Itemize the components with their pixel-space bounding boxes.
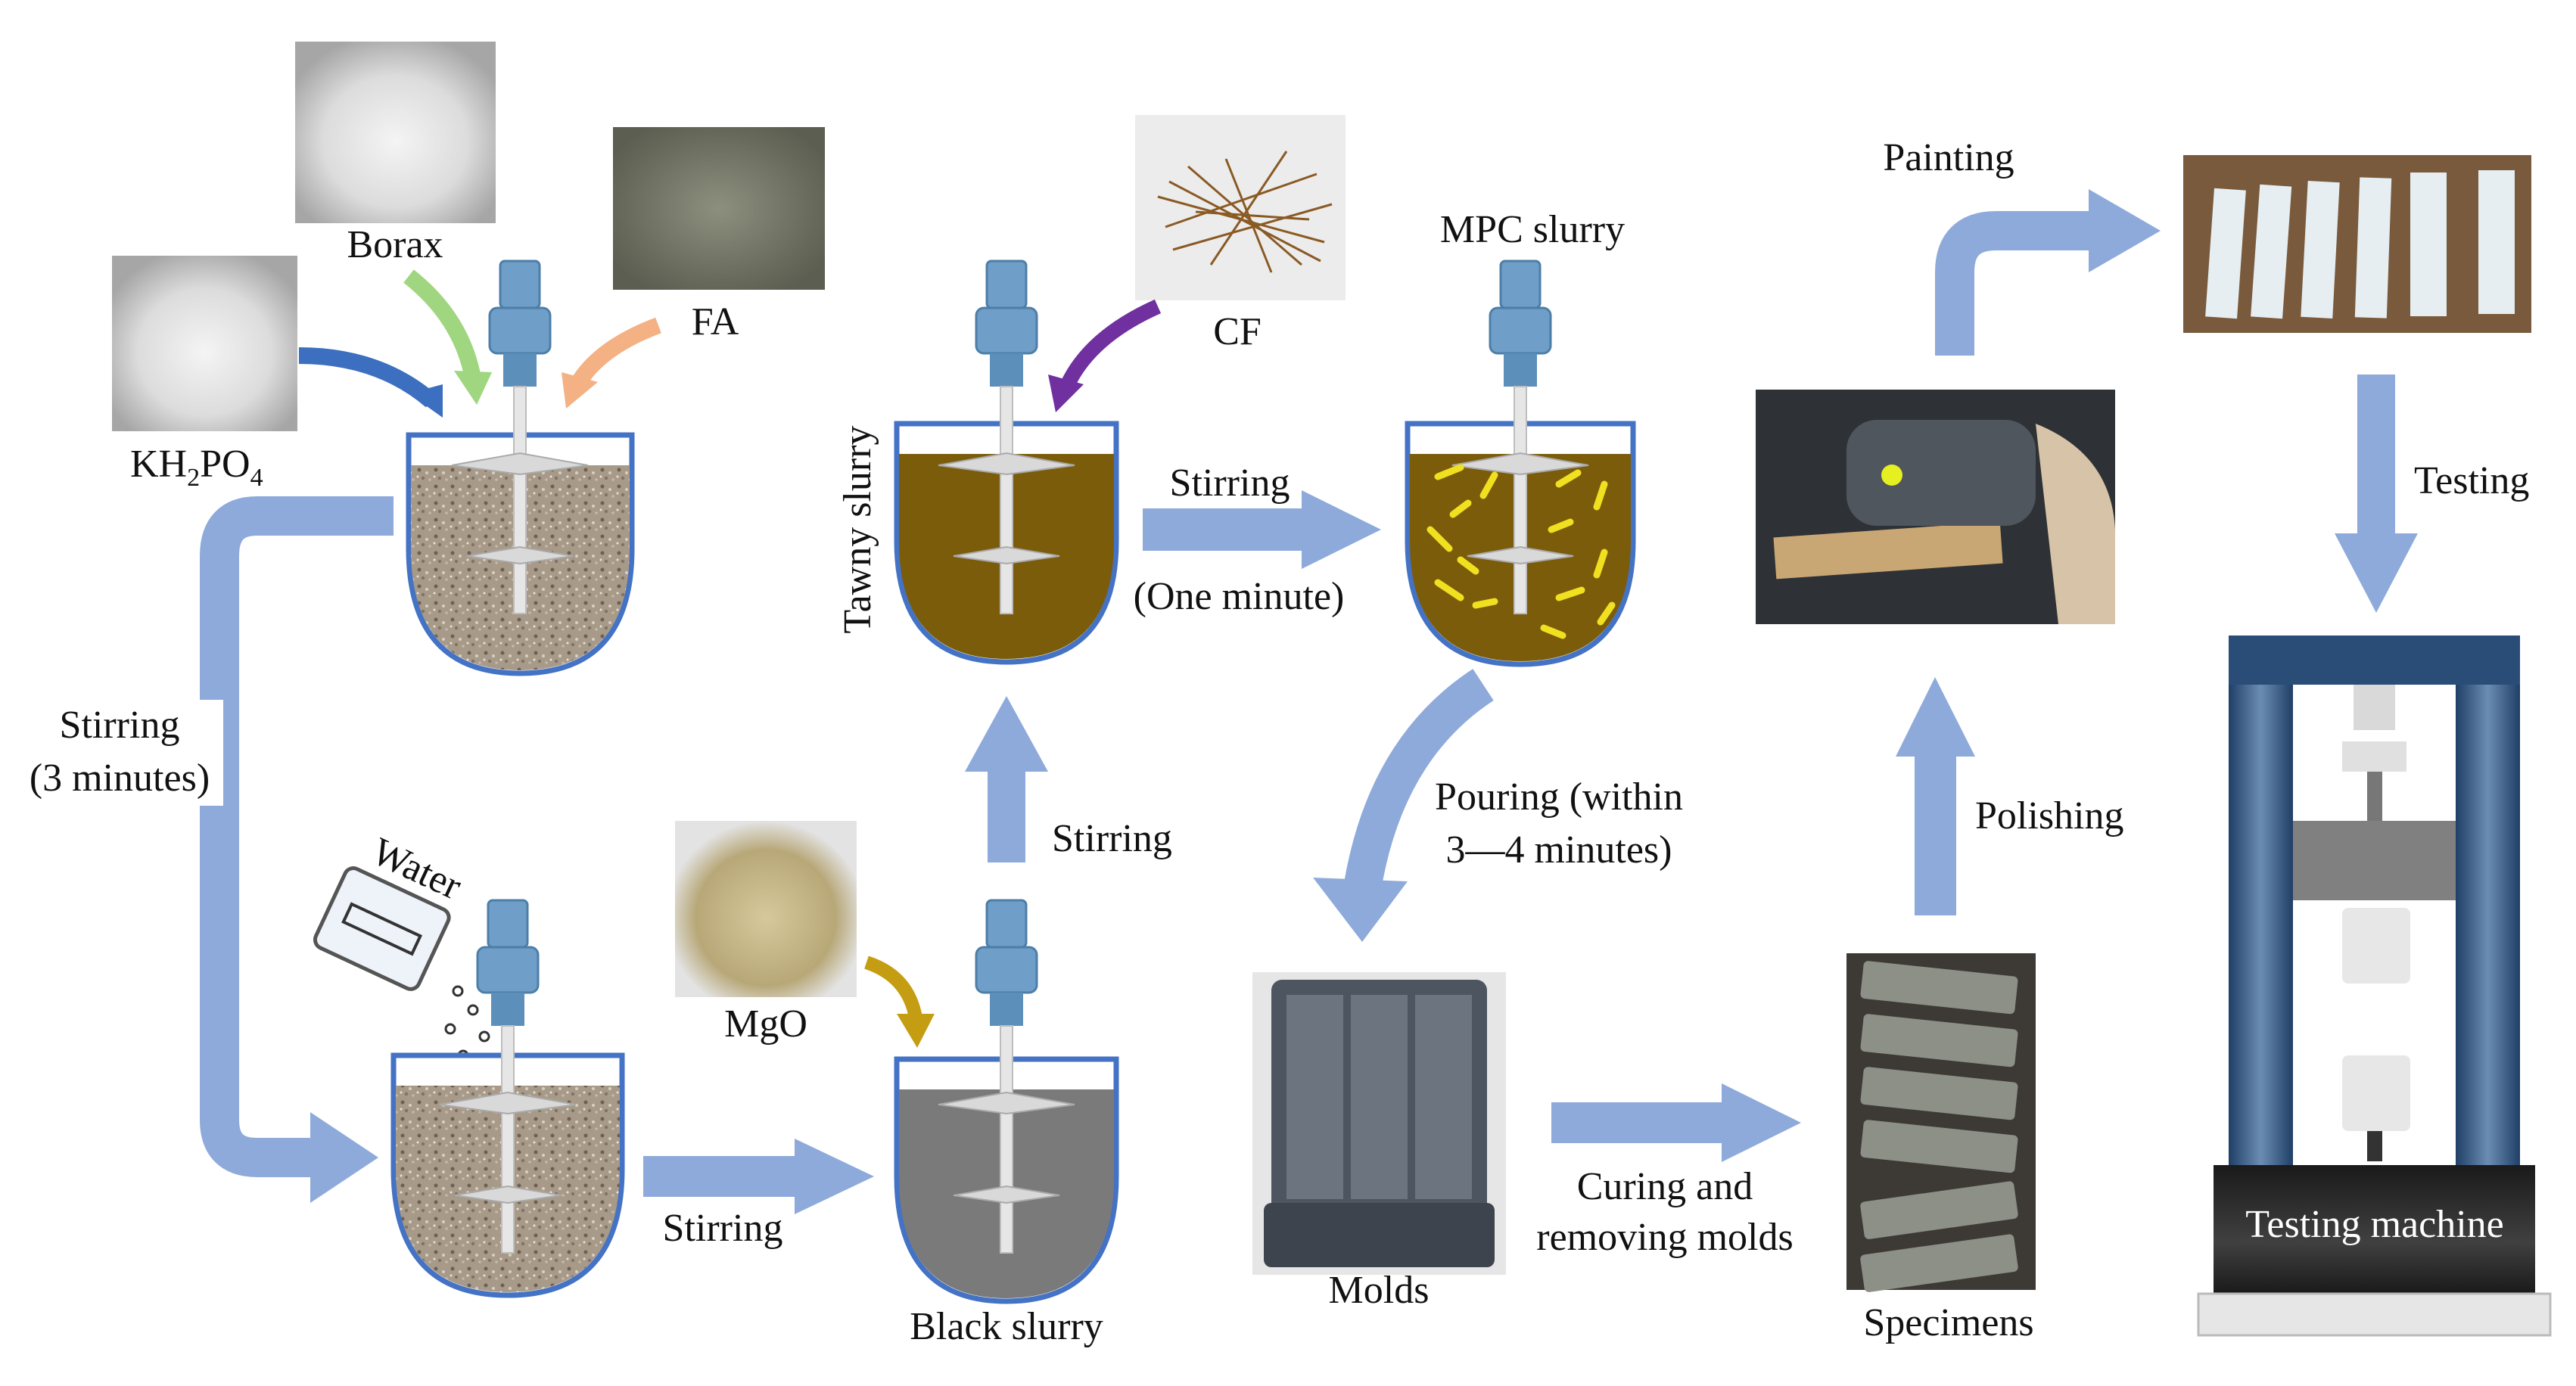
kh2po4-photo — [112, 256, 297, 431]
painting-label: Painting — [1883, 136, 2014, 179]
stirring-one-min-arrow — [1143, 490, 1381, 569]
fa-arrowhead — [562, 372, 598, 409]
mgo-arrow — [863, 956, 922, 1019]
testing-machine-label: Testing machine — [2245, 1203, 2503, 1246]
stirring-3min-arrowhead — [310, 1112, 378, 1203]
tawny-slurry-label: Tawny slurry — [836, 425, 879, 633]
molds-photo — [1252, 972, 1506, 1275]
borax-label: Borax — [347, 223, 443, 266]
painting-arrowhead — [2089, 189, 2161, 272]
stirring-3min-arrow — [200, 496, 394, 1177]
fa-arrow — [569, 317, 661, 390]
fa-label: FA — [692, 300, 739, 343]
mpc-slurry-label: MPC slurry — [1440, 208, 1625, 251]
cf-arrowhead — [1048, 374, 1084, 412]
testing-arrow — [2335, 374, 2418, 613]
stirring-up-label: Stirring — [1052, 817, 1172, 860]
molds-label: Molds — [1329, 1269, 1430, 1312]
kh2po4-arrowhead — [409, 384, 443, 418]
stirring-bottom-label: Stirring — [663, 1207, 783, 1250]
borax-photo — [295, 42, 496, 223]
borax-arrow — [403, 269, 481, 381]
polishing-photo — [1756, 390, 2115, 624]
cf-label: CF — [1213, 310, 1262, 353]
mgo-label: MgO — [724, 1002, 807, 1046]
vessel-black-slurry — [894, 899, 1119, 1304]
mgo-arrowhead — [897, 1014, 935, 1048]
borax-arrowhead — [454, 371, 492, 405]
one-minute-label: (One minute) — [1134, 575, 1345, 618]
vessel-wet-mix — [390, 899, 625, 1298]
vessel-mpc-slurry — [1405, 259, 1636, 667]
stirring-up-arrow — [965, 696, 1048, 862]
curing-label-1: Curing and — [1577, 1165, 1753, 1208]
stirring-one-min-label: Stirring — [1170, 461, 1290, 505]
polishing-arrow — [1896, 677, 1975, 915]
painted-specimens-photo — [2183, 155, 2531, 333]
testing-machine-illustration — [2197, 636, 2552, 1337]
vessel-tawny-slurry — [894, 259, 1119, 665]
cf-fibers-icon — [1157, 151, 1333, 273]
kh2po4-label: KH2PO4 — [130, 443, 263, 492]
pouring-arrowhead — [1313, 878, 1408, 942]
polishing-label: Polishing — [1975, 794, 2124, 838]
curing-label-2: removing molds — [1536, 1216, 1793, 1259]
cf-photo — [1135, 115, 1346, 300]
specimens-photo — [1846, 953, 2036, 1292]
curing-arrow — [1551, 1083, 1801, 1162]
black-slurry-label: Black slurry — [910, 1305, 1103, 1348]
specimens-label: Specimens — [1863, 1301, 2033, 1344]
stirring-bottom-arrow — [643, 1139, 874, 1214]
testing-label: Testing — [2414, 459, 2529, 502]
pouring-label-1: Pouring (within — [1435, 775, 1683, 819]
vessel-dry-mix — [406, 259, 635, 676]
pouring-arrow — [1343, 669, 1494, 893]
stirring-3min-label-1: Stirring — [60, 704, 180, 747]
pouring-label-2: 3—4 minutes) — [1446, 828, 1672, 872]
stirring-3min-label-2: (3 minutes) — [30, 757, 210, 800]
mgo-photo — [675, 821, 857, 997]
painting-arrow — [1935, 211, 2096, 356]
cf-arrow — [1059, 299, 1162, 390]
fa-photo — [613, 127, 825, 290]
water-beaker-icon — [313, 866, 490, 1061]
